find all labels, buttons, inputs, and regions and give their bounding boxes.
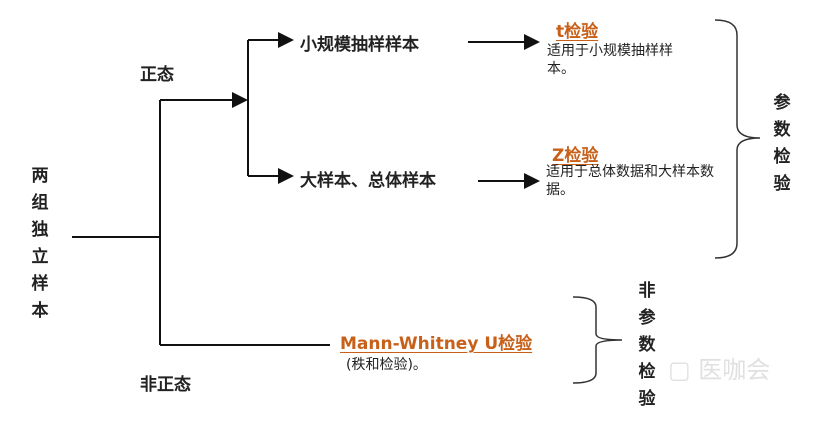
mann-whitney-title: Mann-Whitney U检验 [340,334,533,354]
watermark-logo: ▢ 医咖会 [668,356,771,384]
z-test-title: Z检验 [552,146,599,166]
root-label: 两组独立样本 [31,166,49,321]
parametric-label: 参数检验 [773,93,791,194]
brace-nonparametric [572,296,623,384]
mann-whitney-desc: (秩和检验)。 [346,357,427,373]
branch-nonnormal: 非正态 [140,375,191,395]
z-test-desc: 适用于总体数据和大样本数据。 [546,164,714,198]
large-sample-label: 大样本、总体样本 [300,171,436,191]
t-test-desc: 适用于小规模抽样样本。 [547,43,673,77]
branch-normal: 正态 [140,65,174,85]
t-test-title: t检验 [556,22,599,42]
small-sample-label: 小规模抽样样本 [300,35,419,55]
nonparametric-label: 非参数检验 [638,281,656,409]
brace-parametric [714,19,761,259]
